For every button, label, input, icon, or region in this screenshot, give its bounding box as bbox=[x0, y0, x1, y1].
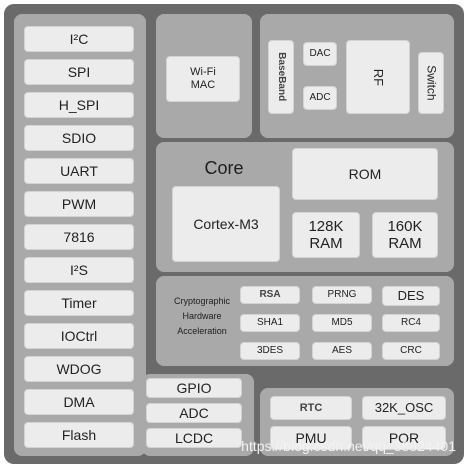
analog-lcdc: LCDC bbox=[146, 428, 242, 448]
baseband-label: BaseBand bbox=[275, 52, 287, 102]
crypto-aes: AES bbox=[312, 342, 372, 360]
crypto-3des: 3DES bbox=[240, 342, 300, 360]
cortex-m3-block: Cortex-M3 bbox=[172, 186, 280, 262]
por-block: POR bbox=[362, 426, 446, 450]
osc-32k-block: 32K_OSC bbox=[362, 396, 446, 420]
peripheral-uart: UART bbox=[24, 158, 134, 184]
peripheral-i-s: I²S bbox=[24, 257, 134, 283]
crypto-sha1: SHA1 bbox=[240, 314, 300, 332]
wifi-mac-block: Wi-Fi MAC bbox=[166, 56, 240, 102]
ram-128k-block: 128K RAM bbox=[292, 212, 360, 258]
peripheral-wdog: WDOG bbox=[24, 356, 134, 382]
rf-label: RF bbox=[371, 68, 387, 86]
chip-block-diagram: Wi-Fi MAC BaseBand DAC ADC RF Switch Cor… bbox=[4, 4, 464, 464]
peripheral-spi: SPI bbox=[24, 59, 134, 85]
baseband-block: BaseBand bbox=[268, 40, 294, 114]
dac-block: DAC bbox=[303, 42, 337, 66]
crypto-crc: CRC bbox=[382, 342, 440, 360]
crypto-prng: PRNG bbox=[312, 286, 372, 304]
analog-gpio: GPIO bbox=[146, 378, 242, 398]
peripheral-dma: DMA bbox=[24, 389, 134, 415]
peripheral-i-c: I²C bbox=[24, 26, 134, 52]
core-title: Core bbox=[204, 158, 244, 178]
peripheral-flash: Flash bbox=[24, 422, 134, 448]
adc-radio-block: ADC bbox=[303, 86, 337, 110]
crypto-rc4: RC4 bbox=[382, 314, 440, 332]
switch-block: Switch bbox=[418, 52, 444, 114]
peripheral-pwm: PWM bbox=[24, 191, 134, 217]
rtc-block: RTC bbox=[270, 396, 352, 420]
rf-block: RF bbox=[346, 40, 410, 114]
peripheral-timer: Timer bbox=[24, 290, 134, 316]
rom-block: ROM bbox=[292, 148, 438, 200]
watermark: https://blog.csdn.net/qq_38824401 bbox=[241, 438, 456, 454]
peripheral-ioctrl: IOCtrl bbox=[24, 323, 134, 349]
crypto-label: Cryptographic Hardware Acceleration bbox=[173, 296, 231, 336]
ram-160k-block: 160K RAM bbox=[372, 212, 438, 258]
peripheral-sdio: SDIO bbox=[24, 125, 134, 151]
switch-label: Switch bbox=[424, 65, 439, 101]
pmu-block: PMU bbox=[270, 426, 352, 450]
crypto-md5: MD5 bbox=[312, 314, 372, 332]
peripheral-7816: 7816 bbox=[24, 224, 134, 250]
peripheral-h-spi: H_SPI bbox=[24, 92, 134, 118]
crypto-des: DES bbox=[382, 286, 440, 306]
crypto-rsa: RSA bbox=[240, 286, 300, 304]
analog-adc: ADC bbox=[146, 403, 242, 423]
